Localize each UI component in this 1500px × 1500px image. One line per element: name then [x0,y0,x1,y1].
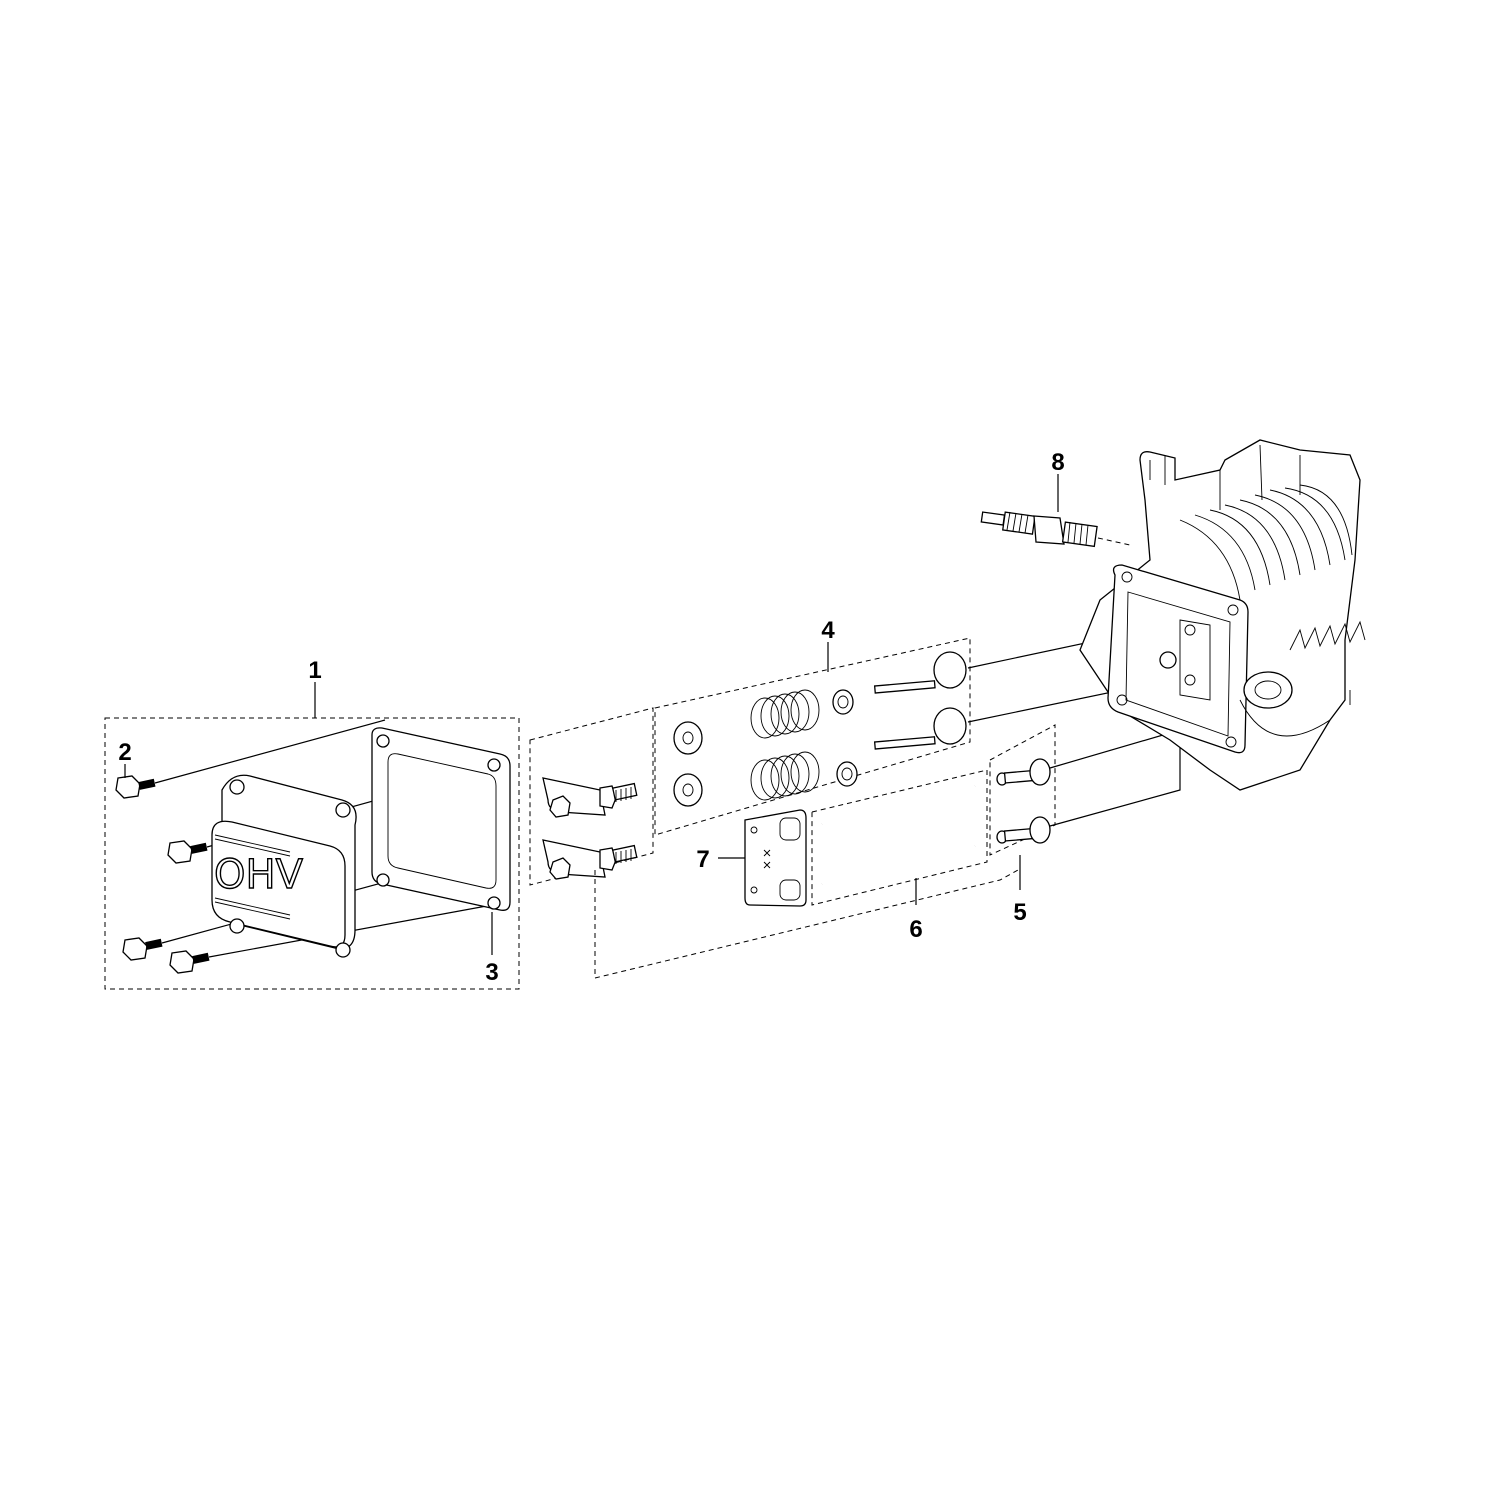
exhaust-valve [873,679,1171,750]
valve-retainer [673,773,703,807]
rocker-arm [542,839,638,880]
cooling-fins [1149,444,1366,651]
valve-parts [673,624,1171,807]
tappet [996,729,1181,786]
push-rod-guide-plate [744,809,807,907]
callout-2[interactable]: 2 [118,739,131,766]
rocker-leader [594,869,1019,979]
callout-3[interactable]: 3 [485,959,498,986]
valve-spring [750,689,820,739]
push-rod [821,844,976,886]
callout-1[interactable]: 1 [308,657,321,684]
valve-stem-seal [836,761,858,787]
spark-plug [980,511,1131,548]
valve-cover: OHV [211,774,357,958]
push-rods [821,784,976,886]
group-1-box [104,717,520,990]
ohv-emboss: OHV [214,852,304,898]
callout-6[interactable]: 6 [909,916,922,943]
bolt [115,719,386,799]
cylinder-head [1079,439,1366,791]
valve-retainer [673,721,703,755]
callout-4[interactable]: 4 [821,617,835,644]
intake-valve [873,624,1171,694]
valve-cover-gasket [371,727,511,911]
valve-spring [750,751,820,801]
push-rod [821,784,976,826]
callout-7[interactable]: 7 [696,846,709,873]
group-4-box [654,637,971,836]
tappets [996,690,1181,844]
group-6-box [811,769,988,906]
rocker-arm [542,777,638,818]
valve-stem-seal [832,689,854,715]
callout-5[interactable]: 5 [1013,899,1026,926]
callout-8[interactable]: 8 [1051,449,1064,476]
rocker-arms [542,777,638,880]
rocker-group-box [529,707,654,886]
